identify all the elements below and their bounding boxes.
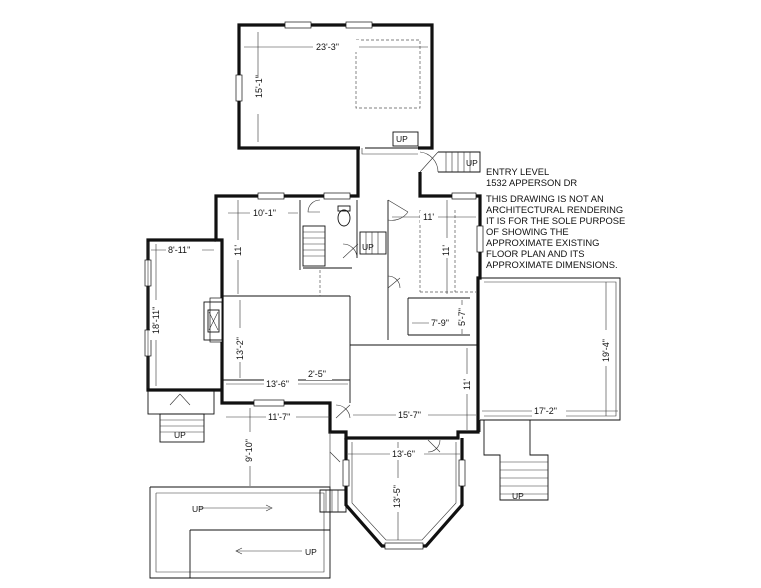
window <box>323 192 351 200</box>
front-bay-interior <box>351 442 457 541</box>
dim-right-deck-width: 17'-2" <box>534 406 557 416</box>
stair-up-label: UP <box>396 134 408 144</box>
left-porch <box>147 242 215 443</box>
dim-top-room-width: 23'-3" <box>316 42 339 52</box>
address-line: 1532 APPERSON DR <box>486 177 578 188</box>
door-swing <box>387 199 409 221</box>
door-swing <box>329 451 341 463</box>
dim-room-b-width: 11' <box>423 212 434 222</box>
door-swing <box>335 404 351 419</box>
dim-closet-depth: 5'-7" <box>457 308 467 326</box>
window <box>284 21 312 29</box>
dim-bay-width: 13'-6" <box>392 449 415 459</box>
dim-room-b-depth: 11' <box>441 245 451 256</box>
disclaimer-line: IT IS FOR THE SOLE PURPOSE <box>486 215 626 226</box>
dim-porch-depth: 18'-11" <box>151 307 161 334</box>
dimension-labels: 23'-3" 15'-1" 10'-1" 11' 11' 11' 8'-11" … <box>150 40 613 512</box>
stair-arrows <box>235 504 273 555</box>
interior-walls <box>222 200 478 403</box>
dim-center-room-depth: 11' <box>462 379 472 390</box>
dim-top-room-depth: 15'-1" <box>254 75 264 98</box>
door-swing <box>427 439 441 453</box>
stair-up-label: UP <box>362 242 374 252</box>
dim-hall-width: 2'-5" <box>308 369 326 379</box>
window <box>451 192 477 200</box>
lower-structures <box>149 432 347 579</box>
dim-bay-depth: 13'-5" <box>392 485 402 508</box>
disclaimer-line: APPROXIMATE DIMENSIONS. <box>486 259 618 270</box>
stair-up-label: UP <box>466 158 478 168</box>
disclaimer-line: ARCHITECTURAL RENDERING <box>486 204 624 215</box>
dim-room-a-depth: 11' <box>233 245 243 256</box>
dim-room-a-width: 10'-1" <box>253 208 276 218</box>
stair-labels: UP UP UP UP UP UP UP <box>174 134 524 557</box>
door-swing <box>387 275 401 289</box>
right-entry-stair <box>438 151 481 173</box>
level-title: ENTRY LEVEL <box>486 166 550 177</box>
stair-up-label: UP <box>305 547 317 557</box>
title-block: ENTRY LEVEL 1532 APPERSON DR THIS DRAWIN… <box>486 166 756 270</box>
window <box>342 459 350 487</box>
door-swing <box>419 151 439 173</box>
dim-closet-width: 7'-9" <box>431 318 449 328</box>
dim-porch-width: 8'-11" <box>168 245 190 255</box>
door-swing <box>169 393 191 406</box>
stair-up-label: UP <box>174 430 186 440</box>
door-swing <box>342 243 359 259</box>
window <box>345 21 373 29</box>
exterior-walls <box>146 23 482 548</box>
dim-front-width: 11'-7" <box>268 412 290 422</box>
stair-up-label: UP <box>512 491 524 501</box>
dim-living-depth: 13'-2" <box>235 337 245 360</box>
top-stair <box>361 131 420 155</box>
stair-up-label: UP <box>192 504 204 514</box>
disclaimer-line: APPROXIMATE EXISTING <box>486 237 600 248</box>
window <box>209 297 223 343</box>
main-house-wall <box>214 148 482 440</box>
window <box>458 459 466 487</box>
window <box>384 542 424 550</box>
dashed-outlines <box>319 39 476 296</box>
disclaimer-line: FLOOR PLAN AND ITS <box>486 248 585 259</box>
interior-stairs <box>302 225 387 267</box>
right-deck <box>479 277 621 501</box>
top-room-wall <box>237 23 434 150</box>
dim-right-deck-depth: 19'-4" <box>601 339 611 362</box>
window <box>257 192 285 200</box>
window <box>235 74 243 102</box>
door-swing <box>307 199 321 213</box>
doors <box>169 151 441 463</box>
disclaimer-line: THIS DRAWING IS NOT AN <box>486 193 604 204</box>
disclaimer-line: OF SHOWING THE <box>486 226 569 237</box>
dim-front-depth: 9'-10" <box>244 439 254 462</box>
window <box>253 399 285 407</box>
toilet-fixture <box>337 205 351 227</box>
disclaimer-note: THIS DRAWING IS NOT AN ARCHITECTURAL REN… <box>486 193 756 270</box>
dim-center-room-width: 15'-7" <box>398 410 421 420</box>
dim-living-width: 13'-6" <box>266 379 289 389</box>
fireplace <box>203 301 223 341</box>
window <box>476 225 484 253</box>
